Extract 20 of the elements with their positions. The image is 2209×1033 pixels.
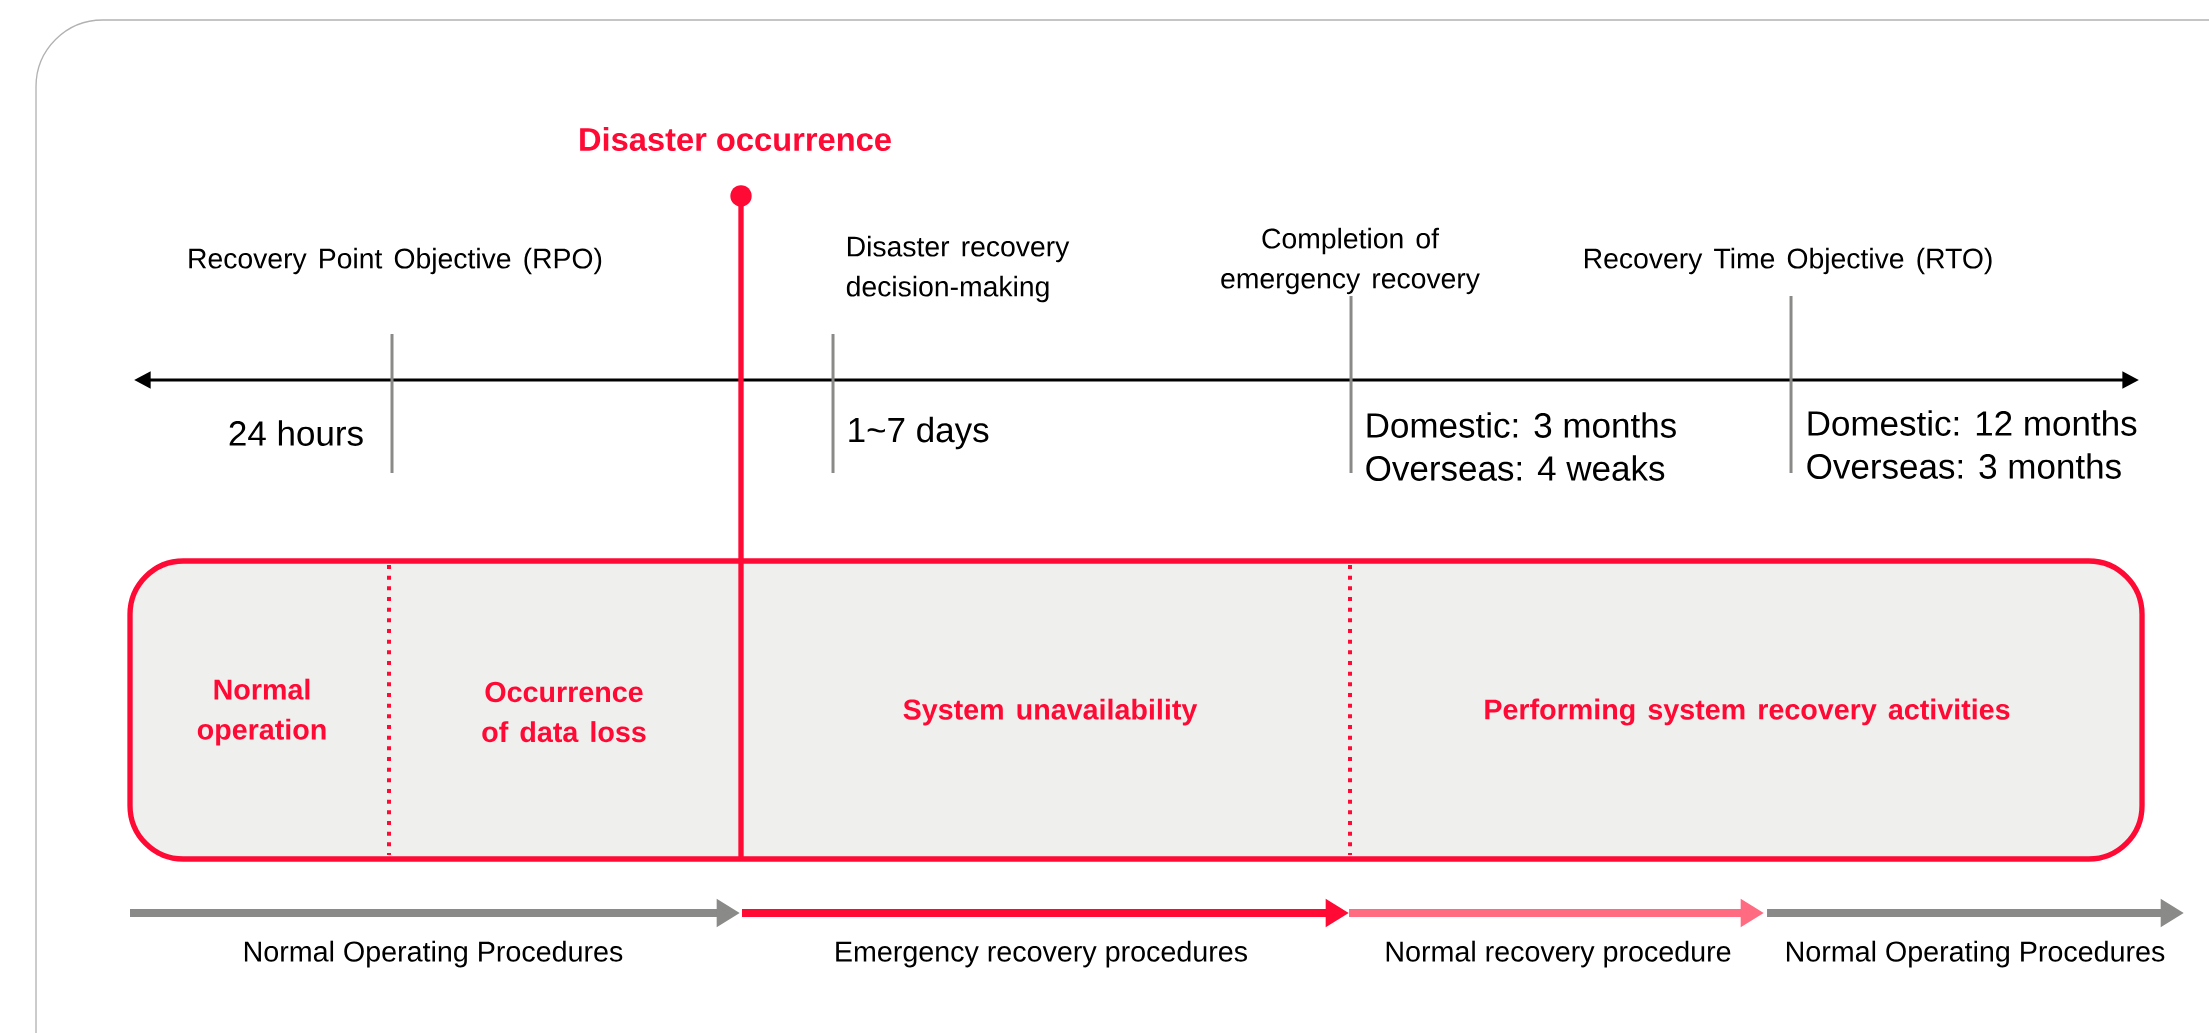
duration-label: 24 hours [229,420,363,446]
phase-name: System unavailability [903,698,1198,726]
duration-label: 1~7 days [849,416,989,450]
duration-label: Domestic: 12 months [1808,410,2137,436]
phase-label: Emergency recovery procedures [836,940,1247,968]
phase-label: Normal Operating Procedures [1787,940,2165,968]
phase-label: Normal recovery procedure [1386,940,1731,968]
phase-band [127,558,2145,862]
phase-name: Occurrence of data loss [482,681,646,743]
duration-label: Domestic: 3 months [1367,412,1676,438]
milestone-label: Disaster recovery decision-making [846,235,1070,303]
duration-label: Overseas: 4 weaks [1366,455,1665,481]
phase-label: Normal Operating Procedures [244,940,623,968]
phase-name: Normal operation [197,678,326,746]
phase-name: Performing system recovery activities [1485,698,2010,726]
milestone-label: Recovery Time Objective (RTO) [1585,247,1992,275]
event-label: Disaster occurrence [580,127,891,151]
milestone-label: Completion of emergency recovery [1221,227,1480,295]
milestone-label: Recovery Point Objective (RPO) [189,247,602,275]
duration-label: Overseas: 3 months [1807,453,2121,479]
